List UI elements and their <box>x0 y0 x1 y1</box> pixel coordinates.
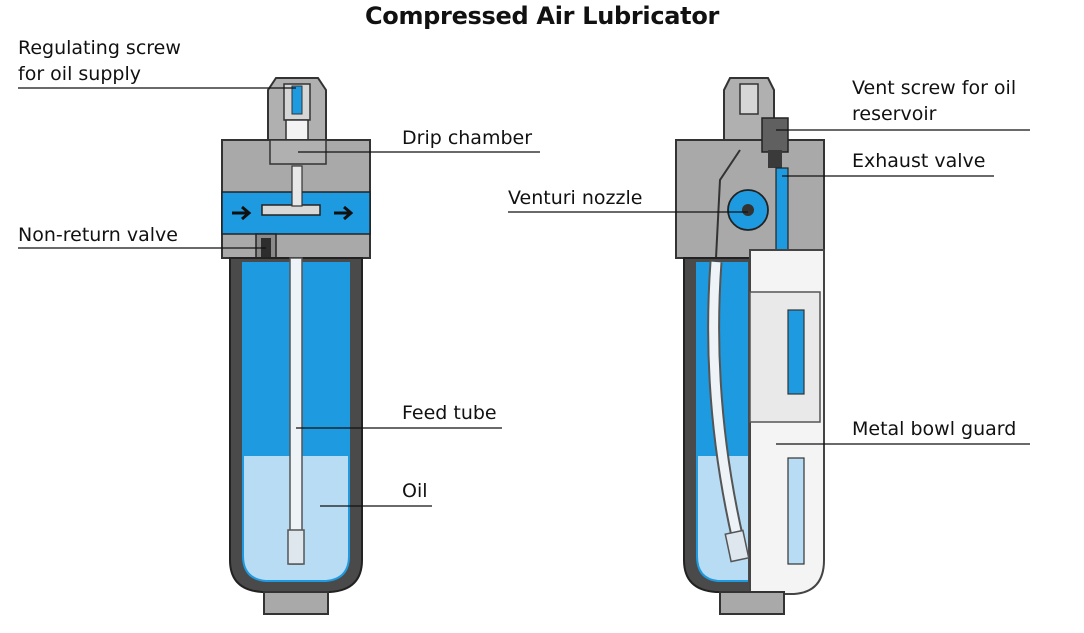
label-metal-bowl-guard: Metal bowl guard <box>852 418 1017 440</box>
left-lubricator-cutaway <box>221 77 371 615</box>
right-lubricator-cutaway <box>675 77 825 615</box>
diagram-title: Compressed Air Lubricator <box>364 2 720 30</box>
label-regulating-screw: Regulating screw for oil supply <box>18 37 181 85</box>
leader-lines <box>18 87 1030 507</box>
label-vent-screw: Vent screw for oil reservoir <box>852 77 1017 125</box>
label-non-return-valve: Non-return valve <box>18 224 178 246</box>
label-venturi-nozzle: Venturi nozzle <box>508 187 643 209</box>
label-oil: Oil <box>402 480 428 502</box>
label-exhaust-valve: Exhaust valve <box>852 150 986 172</box>
label-drip-chamber: Drip chamber <box>402 127 533 149</box>
label-feed-tube: Feed tube <box>402 402 497 424</box>
